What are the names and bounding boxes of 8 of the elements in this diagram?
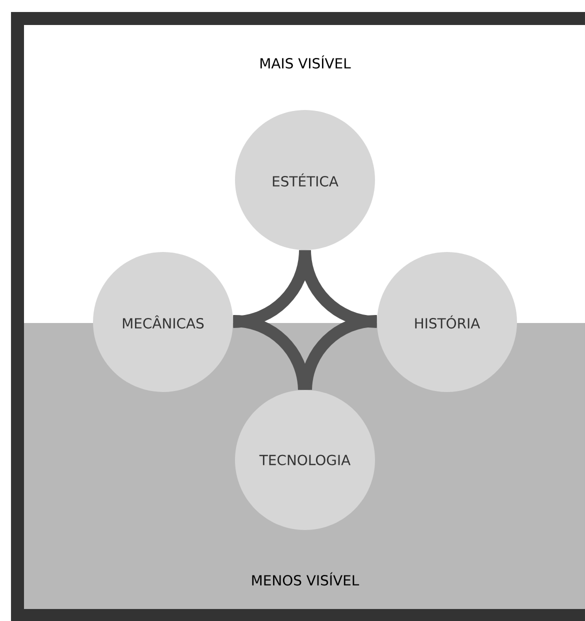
circle-node: HISTÓRIA (377, 252, 517, 392)
ring-arc (232, 250, 311, 328)
ring-arc (232, 315, 310, 390)
circle-node: ESTÉTICA (235, 110, 375, 250)
circle-node: MECÂNICAS (93, 252, 233, 392)
circle-node: TECNOLOGIA (235, 390, 375, 530)
zone-label: MENOS VISÍVEL (252, 572, 360, 586)
zone-label: MAIS VISÍVEL (260, 55, 351, 69)
